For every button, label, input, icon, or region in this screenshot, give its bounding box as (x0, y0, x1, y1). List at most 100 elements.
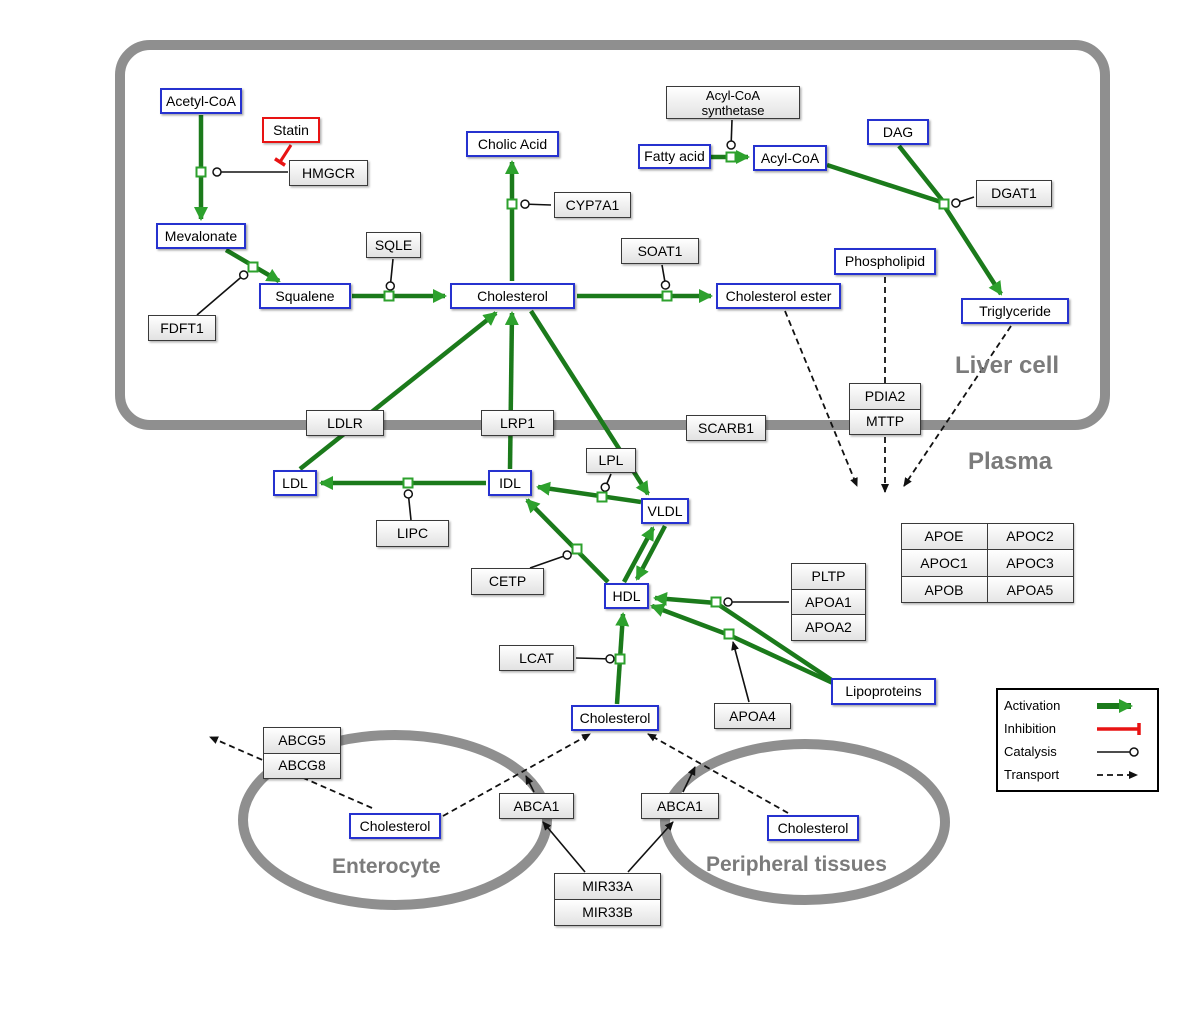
node-abcg5[interactable]: ABCG5 (264, 728, 340, 754)
stack-mir33: MIR33A MIR33B (554, 873, 661, 926)
node-lcat[interactable]: LCAT (499, 645, 574, 671)
edge-vldl-idl (536, 481, 642, 505)
legend-activation: Activation (1004, 697, 1151, 715)
arrow-abca1-right-transport (682, 766, 696, 793)
inhibition-tbar-icon (1097, 722, 1141, 735)
edge-dag-dgat-junction (897, 144, 944, 202)
legend-transport: Transport (1004, 766, 1151, 784)
catalysis-cyp7a1 (520, 199, 552, 209)
legend-activation-label: Activation (1004, 698, 1061, 713)
node-fatty-acid[interactable]: Fatty acid (638, 144, 711, 169)
node-cholesterol-peripheral[interactable]: Cholesterol (767, 815, 859, 841)
node-apoc1[interactable]: APOC1 (900, 549, 988, 577)
catalysis-circle-icon (1097, 746, 1139, 757)
inhibition-statin-hmgcr (274, 144, 293, 167)
node-scarb1[interactable]: SCARB1 (686, 415, 766, 441)
node-mevalonate[interactable]: Mevalonate (156, 223, 246, 249)
node-apoa2[interactable]: APOA2 (792, 615, 865, 641)
node-apoe[interactable]: APOE (900, 522, 988, 551)
node-mir33b[interactable]: MIR33B (555, 900, 660, 925)
plasma-label: Plasma (968, 448, 1053, 475)
node-lipc[interactable]: LIPC (376, 520, 449, 547)
node-ldlr[interactable]: LDLR (306, 410, 384, 436)
edge-hdl-idl-cetp (525, 498, 610, 584)
node-apoa4[interactable]: APOA4 (714, 703, 791, 729)
node-mttp[interactable]: MTTP (850, 409, 920, 434)
node-apob[interactable]: APOB (900, 575, 988, 604)
node-apoa5[interactable]: APOA5 (986, 575, 1074, 604)
node-dag[interactable]: DAG (867, 119, 929, 145)
catalysis-fdft1 (196, 270, 249, 316)
reaction-node (661, 290, 673, 302)
node-hmgcr[interactable]: HMGCR (289, 160, 368, 186)
reaction-node (938, 198, 950, 210)
edge-hdl-vldl (622, 526, 655, 584)
node-cholic-acid[interactable]: Cholic Acid (466, 131, 559, 157)
node-cholesterol-plasma[interactable]: Cholesterol (571, 705, 659, 731)
reaction-node (725, 151, 737, 163)
node-abca1-left[interactable]: ABCA1 (499, 793, 574, 819)
edge-ldl-cholesterol-uptake (298, 311, 498, 471)
catalysis-soat1 (660, 264, 671, 290)
node-soat1[interactable]: SOAT1 (621, 238, 699, 264)
node-lrp1[interactable]: LRP1 (481, 410, 554, 436)
node-acyl-coa-synthetase[interactable]: Acyl-CoA synthetase (666, 86, 800, 119)
node-vldl[interactable]: VLDL (641, 498, 689, 524)
transport-cholesterolester-plasma (784, 310, 858, 487)
liver-cell-label: Liver cell (955, 352, 1060, 379)
catalysis-sqle (385, 258, 396, 291)
legend-inhibition: Inhibition (1004, 720, 1151, 738)
edge-dgat-junction-triglyceride (943, 205, 1003, 296)
transport-edges (209, 277, 1012, 817)
node-cholesterol-liver[interactable]: Cholesterol (450, 283, 575, 309)
node-cyp7a1[interactable]: CYP7A1 (554, 192, 631, 218)
reaction-node (402, 477, 414, 489)
reaction-node (710, 596, 722, 608)
node-abcg8[interactable]: ABCG8 (264, 753, 340, 778)
node-lipoproteins[interactable]: Lipoproteins (831, 678, 936, 705)
enterocyte-membrane (238, 730, 552, 910)
node-idl[interactable]: IDL (488, 470, 532, 496)
node-triglyceride[interactable]: Triglyceride (961, 298, 1069, 324)
node-apoc3[interactable]: APOC3 (986, 549, 1074, 577)
arrow-mir33-abca1-right (627, 821, 674, 873)
node-pdia2[interactable]: PDIA2 (850, 384, 920, 410)
stack-abcg: ABCG5 ABCG8 (263, 727, 341, 779)
node-cetp[interactable]: CETP (471, 568, 544, 595)
node-pltp[interactable]: PLTP (792, 564, 865, 590)
node-apoc2[interactable]: APOC2 (986, 522, 1074, 551)
apolipoprotein-table: APOE APOC2 APOC1 APOC3 APOB APOA5 (900, 522, 1074, 604)
reaction-nodes (195, 151, 950, 665)
node-phospholipid[interactable]: Phospholipid (834, 248, 936, 275)
edge-idl-cholesterol-uptake (504, 311, 519, 470)
catalysis-dgat1 (951, 196, 975, 208)
catalysis-cetp (529, 550, 572, 569)
catalysis-lpl (600, 473, 612, 493)
node-dgat1[interactable]: DGAT1 (976, 180, 1052, 207)
node-ldl[interactable]: LDL (273, 470, 317, 496)
node-cholesterol-enterocyte[interactable]: Cholesterol (349, 813, 441, 839)
node-mir33a[interactable]: MIR33A (555, 874, 660, 900)
node-sqle[interactable]: SQLE (366, 232, 421, 258)
node-apoa1[interactable]: APOA1 (792, 589, 865, 616)
node-hdl[interactable]: HDL (604, 583, 649, 609)
node-statin[interactable]: Statin (262, 117, 320, 143)
transport-dashed-arrow-icon (1097, 770, 1138, 779)
node-squalene[interactable]: Squalene (259, 283, 351, 309)
enterocyte-label: Enterocyte (332, 855, 441, 878)
edge-vldl-hdl (635, 524, 667, 581)
node-lpl[interactable]: LPL (586, 448, 636, 473)
node-acetyl-coa[interactable]: Acetyl-CoA (160, 88, 242, 114)
arrow-mir33-abca1-left (542, 821, 586, 873)
activation-arrow-icon (1097, 698, 1133, 713)
node-acyl-coa[interactable]: Acyl-CoA (753, 145, 827, 171)
node-abca1-right[interactable]: ABCA1 (641, 793, 719, 819)
black-arrows (525, 641, 750, 873)
node-fdft1[interactable]: FDFT1 (148, 315, 216, 341)
node-cholesterol-ester[interactable]: Cholesterol ester (716, 283, 841, 309)
reaction-node (506, 198, 518, 210)
catalysis-edges (196, 119, 975, 664)
arrow-abca1-left-transport (525, 775, 535, 793)
compartment-membranes (115, 40, 1110, 910)
